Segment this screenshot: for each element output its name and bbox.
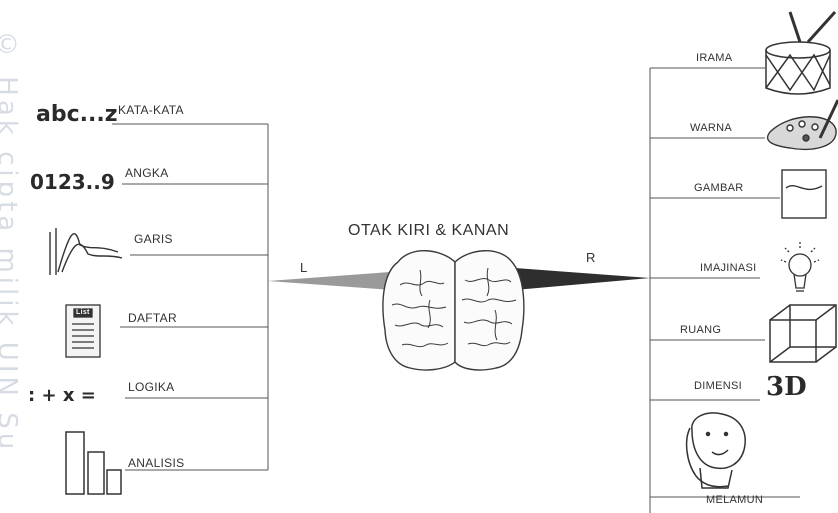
label-imajinasi: IMAJINASI [700, 262, 757, 274]
left-connector [268, 272, 392, 290]
label-gambar: GAMBAR [694, 182, 744, 194]
list-icon-text: List [76, 309, 90, 316]
right-connector [515, 268, 650, 290]
label-irama: IRAMA [696, 52, 733, 64]
drum-icon [765, 10, 837, 95]
alphabet-symbol: abc...z [36, 102, 118, 127]
cube-icon [769, 304, 837, 363]
diagram-title: OTAK KIRI & KANAN [348, 222, 510, 239]
picture-icon [781, 169, 827, 219]
logic-symbols: : + x = [28, 385, 96, 406]
left-hemisphere-letter: L [300, 260, 308, 275]
right-hemisphere-letter: R [586, 250, 596, 265]
3d-symbol: 3D [766, 372, 807, 402]
digits-symbol: 0123..9 [30, 170, 115, 194]
lines-icon [49, 228, 123, 275]
label-logika: LOGIKA [128, 380, 175, 394]
label-angka: ANGKA [125, 166, 169, 180]
label-kata-kata: KATA-KATA [118, 103, 184, 117]
brain-icon [382, 250, 525, 371]
label-garis: GARIS [134, 232, 173, 246]
daydream-face-icon [685, 412, 746, 489]
palette-icon [766, 99, 838, 151]
label-daftar: DAFTAR [128, 311, 177, 325]
label-ruang: RUANG [680, 324, 722, 336]
lightbulb-icon [780, 242, 820, 292]
label-warna: WARNA [690, 122, 733, 134]
label-melamun: MELAMUN [706, 494, 764, 506]
document-icon [65, 304, 101, 358]
bar-chart-icon [65, 431, 122, 495]
label-analisis: ANALISIS [128, 456, 185, 470]
label-dimensi: DIMENSI [694, 380, 742, 392]
copyright-watermark: © Hak cipta milik UIN Su [0, 30, 22, 454]
